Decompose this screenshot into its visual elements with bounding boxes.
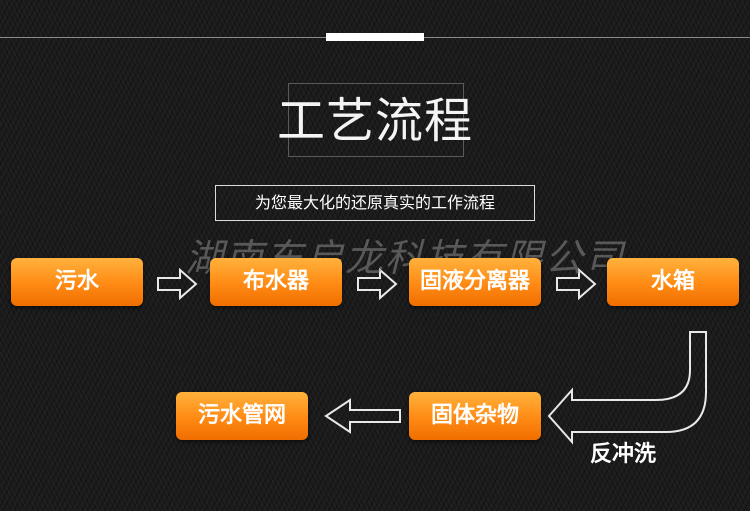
subtitle-box: 为您最大化的还原真实的工作流程 — [215, 185, 535, 221]
step-solid-debris: 固体杂物 — [409, 392, 541, 440]
page-title: 工艺流程 — [276, 93, 473, 149]
step-water-tank: 水箱 — [607, 258, 739, 306]
top-accent-bar — [326, 33, 424, 41]
step-sewage: 污水 — [11, 258, 143, 306]
arrow-return — [547, 331, 707, 445]
step-solid-liquid-separator: 固液分离器 — [409, 258, 541, 306]
arrow-left — [324, 398, 401, 434]
arrow-right-2 — [357, 267, 398, 301]
step-water-distributor: 布水器 — [210, 258, 342, 306]
backwash-label: 反冲洗 — [590, 442, 657, 467]
arrow-right-3 — [556, 267, 597, 301]
arrow-right-1 — [157, 267, 198, 301]
step-sewer-network: 污水管网 — [176, 392, 308, 440]
title-frame — [288, 83, 464, 157]
